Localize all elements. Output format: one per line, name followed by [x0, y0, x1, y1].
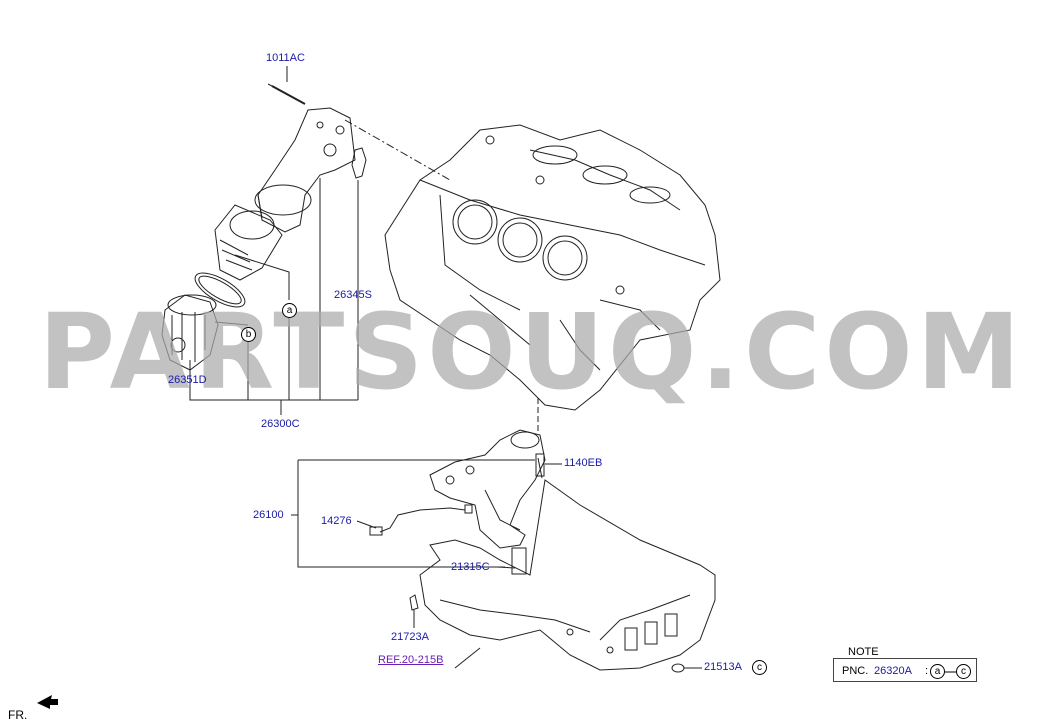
- note-pnc-label: PNC.: [842, 665, 869, 677]
- note-pnc-value[interactable]: 26320A: [874, 665, 912, 677]
- oil-pump-drawing: [429, 429, 546, 549]
- callout-a: a: [282, 303, 297, 318]
- note-callout-to: c: [956, 664, 971, 679]
- note-callout-from: a: [930, 664, 945, 679]
- note-separator: :: [925, 665, 929, 677]
- o-ring-drawing: [194, 272, 246, 308]
- callout-b: b: [241, 327, 256, 342]
- filter-cap-drawing: [161, 294, 219, 371]
- note-box: [833, 658, 977, 682]
- ref-link[interactable]: REF.20-215B: [378, 654, 444, 666]
- part-label-26351D[interactable]: 26351D: [168, 374, 207, 386]
- sensor-wire-drawing: [379, 507, 466, 533]
- part-label-1140EB[interactable]: 1140EB: [564, 457, 603, 469]
- filter-housing-drawing: [254, 83, 356, 233]
- part-label-26100[interactable]: 26100: [253, 509, 284, 521]
- filter-element-drawing: [214, 204, 283, 281]
- front-direction-label: FR.: [8, 708, 28, 722]
- part-label-21315C[interactable]: 21315C: [451, 561, 490, 573]
- part-label-26345S[interactable]: 26345S: [334, 289, 372, 301]
- gasket-drawing: [351, 147, 367, 179]
- part-label-1011AC[interactable]: 1011AC: [266, 52, 305, 64]
- part-label-26300C[interactable]: 26300C: [261, 418, 300, 430]
- callout-c: c: [752, 660, 767, 675]
- engine-block-drawing: [384, 124, 721, 411]
- part-label-21723A[interactable]: 21723A: [391, 631, 429, 643]
- part-label-21513A[interactable]: 21513A: [704, 661, 742, 673]
- front-arrow-icon: [37, 695, 58, 709]
- oil-pan-drawing: [419, 479, 716, 671]
- oil-screen-drawing: [511, 547, 527, 575]
- note-title: NOTE: [846, 646, 881, 658]
- part-label-14276[interactable]: 14276: [321, 515, 352, 527]
- note-range-dash: [945, 671, 957, 673]
